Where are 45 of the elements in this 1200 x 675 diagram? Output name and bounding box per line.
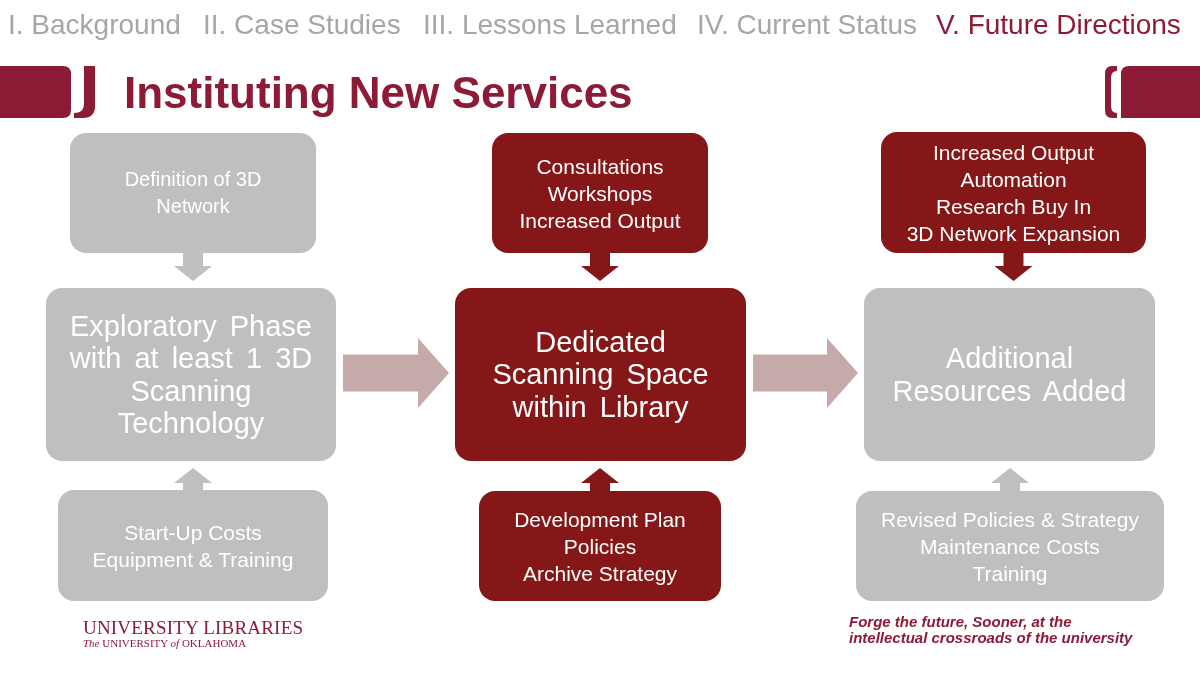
node-text: Automation bbox=[960, 166, 1067, 193]
university-name: The UNIVERSITY of OKLAHOMA bbox=[83, 637, 247, 649]
node-text: Training bbox=[972, 560, 1048, 587]
process-box bbox=[479, 491, 721, 601]
section-label: V. Future Directions bbox=[936, 9, 1181, 41]
section-label: I. Background bbox=[8, 9, 181, 41]
library-name: UNIVERSITY LIBRARIES bbox=[83, 618, 304, 638]
node-text: Dedicated Scanning Space within Library bbox=[491, 325, 710, 424]
arrow bbox=[174, 253, 212, 281]
node-text: Archive Strategy bbox=[522, 560, 678, 587]
arrow bbox=[174, 468, 212, 490]
block-arrow bbox=[753, 338, 858, 408]
section-label: III. Lessons Learned bbox=[423, 9, 677, 41]
node-text: Increased Output bbox=[932, 139, 1095, 166]
node-text: Research Buy In bbox=[935, 193, 1092, 220]
node-text: Definition of 3D Network bbox=[123, 167, 263, 219]
node-text: Increased Output bbox=[519, 207, 681, 234]
process-box bbox=[455, 288, 746, 461]
section-label: IV. Current Status bbox=[697, 9, 917, 41]
slide-title: Instituting New Services bbox=[124, 68, 633, 118]
process-box bbox=[46, 288, 336, 461]
node-text: 3D Network Expansion bbox=[906, 220, 1121, 247]
node-text: Policies bbox=[563, 533, 637, 560]
node-text: Maintenance Costs bbox=[920, 533, 1100, 560]
process-box bbox=[70, 133, 316, 253]
arrow bbox=[994, 253, 1033, 281]
process-box bbox=[881, 132, 1146, 253]
block-arrow bbox=[343, 338, 449, 408]
arrow bbox=[581, 253, 619, 281]
node-text: Development Plan bbox=[514, 506, 686, 533]
node-text: Start-Up Costs bbox=[124, 519, 262, 546]
node-text: Revised Policies & Strategy bbox=[881, 506, 1139, 533]
node-text: Equipment & Training bbox=[92, 546, 294, 573]
tagline: Forge the future, Sooner, at the intellectual crossroads of the university bbox=[849, 614, 1134, 646]
section-label: II. Case Studies bbox=[203, 9, 401, 41]
node-text: Additional Resources Added bbox=[891, 342, 1128, 407]
arrow bbox=[581, 468, 619, 491]
process-box bbox=[864, 288, 1155, 461]
process-box bbox=[856, 491, 1164, 601]
node-text: Workshops bbox=[547, 180, 653, 207]
node-text: Consultations bbox=[536, 153, 664, 180]
process-box bbox=[58, 490, 328, 601]
node-text: Exploratory Phase with at least 1 3D Scanning Technology bbox=[68, 309, 314, 440]
process-box bbox=[492, 133, 708, 253]
arrow bbox=[991, 468, 1029, 491]
